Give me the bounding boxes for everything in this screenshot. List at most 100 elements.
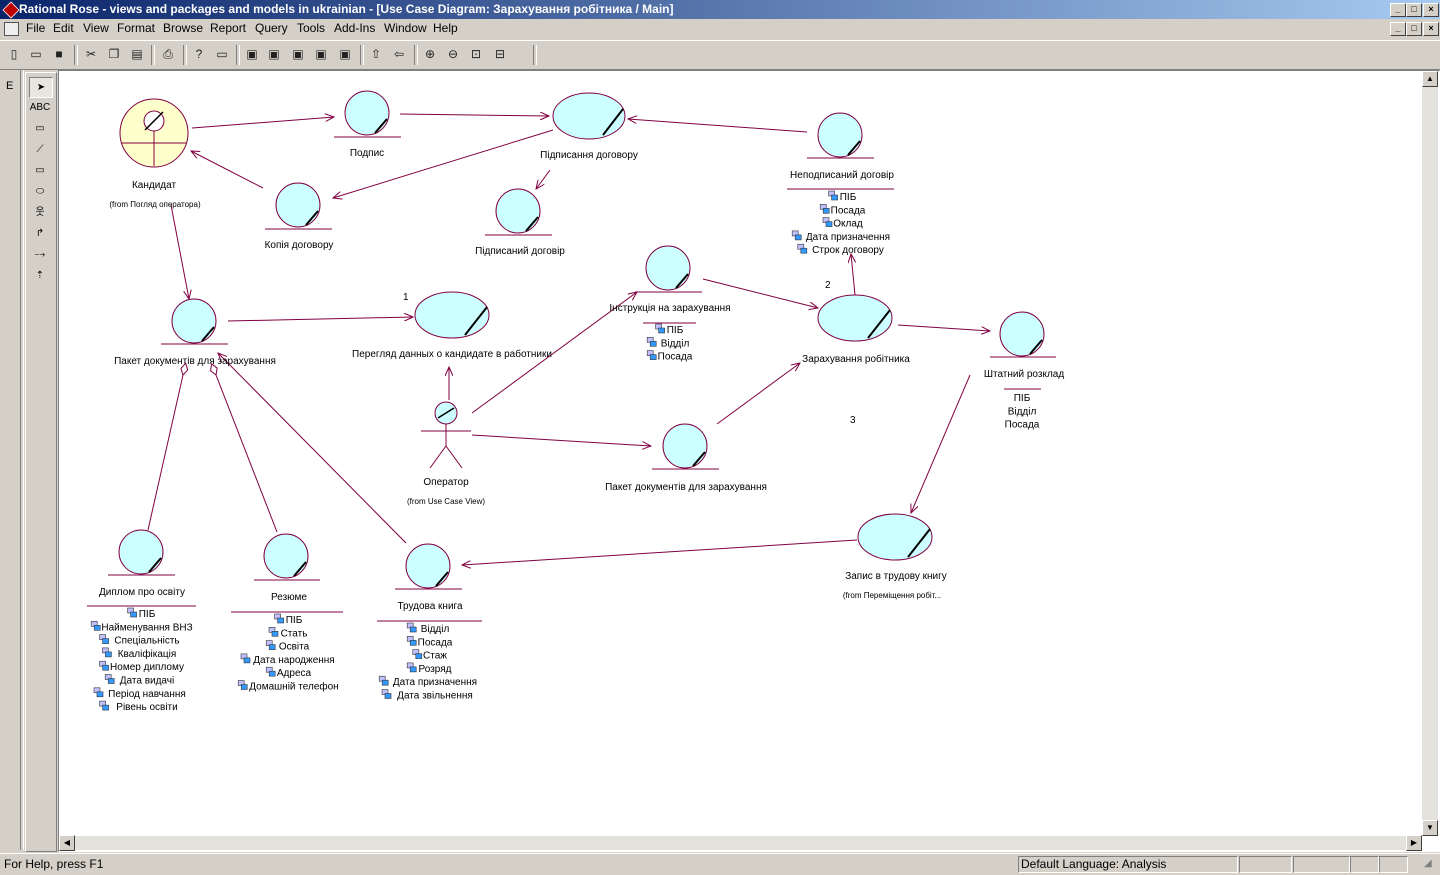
attribute-instruktsia-2: Посада xyxy=(658,352,693,363)
entity-paket-right[interactable] xyxy=(652,423,719,470)
anchor-note-icon[interactable]: ⟋ xyxy=(36,144,44,155)
entity-shtatnyi[interactable] xyxy=(990,311,1056,390)
menu-add-ins[interactable]: Add-Ins xyxy=(334,21,376,35)
browse-component-icon[interactable]: ▣ xyxy=(292,47,304,61)
package-icon[interactable]: ▭ xyxy=(35,165,45,176)
entity-instruktsia[interactable] xyxy=(635,245,702,324)
scroll-down-button[interactable]: ▼ xyxy=(1422,820,1438,836)
relationships xyxy=(147,114,990,565)
dependency-icon[interactable]: ⤍ xyxy=(34,249,46,260)
actor-operator-label: Оператор xyxy=(423,477,469,488)
actor-candidate[interactable] xyxy=(119,98,189,168)
selection-arrow-icon[interactable]: ➤ xyxy=(29,77,53,98)
open-icon[interactable]: ▭ xyxy=(30,47,42,61)
diagram-canvas[interactable]: Кандидат (from Погляд оператора) Операто… xyxy=(58,70,1440,852)
browse-parent-icon[interactable]: ⇧ xyxy=(370,47,382,61)
browse-class-icon[interactable]: ▣ xyxy=(246,47,258,61)
menu-help[interactable]: Help xyxy=(433,21,458,35)
attribute-trudova-1: Посада xyxy=(418,637,453,648)
attribute-rezume-3-icon xyxy=(240,653,251,664)
entity-paket-left[interactable] xyxy=(161,298,228,345)
attribute-dyplom-2-icon xyxy=(99,634,109,644)
text-box-icon[interactable]: ABC xyxy=(29,102,51,113)
minimize-button[interactable]: _ xyxy=(1390,3,1406,17)
scroll-up-button[interactable]: ▲ xyxy=(1422,71,1438,87)
actor-icon[interactable]: 웃 xyxy=(35,207,45,218)
generalization-icon[interactable]: ⇡ xyxy=(35,270,45,281)
browse-interaction-icon[interactable]: ▣ xyxy=(268,47,280,61)
collapsed-browser-icon[interactable]: E xyxy=(6,80,14,92)
zoom-out-icon[interactable]: ⊖ xyxy=(447,47,459,61)
menu-window[interactable]: Window xyxy=(384,21,427,35)
fit-in-window-icon[interactable]: ⊡ xyxy=(470,47,482,61)
use-case-diagram[interactable]: Кандидат (from Погляд оператора) Операто… xyxy=(59,71,1421,836)
attribute-nepidpysanyi-0-icon xyxy=(828,190,838,201)
toolbar: ▯ ▭ ■ ✂ ❐ ▤ ⎙ ? ▭ ▣ ▣ ▣ ▣ ▣ ⇧ ⇦ ⊕ ⊖ ⊡ ⊟ xyxy=(0,40,1440,70)
use-case-zapys[interactable] xyxy=(857,513,933,561)
actor-operator[interactable] xyxy=(421,401,471,469)
status-panel-language xyxy=(1018,856,1238,873)
attribute-dyplom-5-icon xyxy=(104,674,115,684)
note-number-2: 2 xyxy=(825,280,831,291)
document-icon[interactable] xyxy=(4,22,19,36)
attribute-dyplom-0-icon xyxy=(127,607,137,618)
browser-splitter[interactable]: E xyxy=(0,70,24,850)
entity-nepidpysanyi[interactable] xyxy=(787,112,894,190)
new-icon[interactable]: ▯ xyxy=(10,47,18,61)
entity-podpys[interactable] xyxy=(334,90,401,138)
print-icon[interactable]: ⎙ xyxy=(163,47,173,61)
scroll-right-button[interactable]: ▶ xyxy=(1406,835,1422,851)
entity-pidpysanyi[interactable] xyxy=(485,188,552,236)
use-case-perehliad[interactable] xyxy=(414,291,490,339)
menu-tools[interactable]: Tools xyxy=(297,21,326,35)
entity-shtatnyi-label: Штатний розклад xyxy=(984,369,1065,380)
browse-deployment-icon[interactable]: ▣ xyxy=(315,47,327,61)
undo-fit-icon[interactable]: ⊟ xyxy=(494,47,506,61)
attribute-dyplom-3: Кваліфікація xyxy=(118,648,177,660)
cut-icon[interactable]: ✂ xyxy=(85,47,97,61)
menu-browse[interactable]: Browse xyxy=(163,21,204,35)
attribute-shtatnyi-1: Відділ xyxy=(1008,406,1037,417)
note-number-3: 3 xyxy=(850,415,856,426)
note-icon[interactable]: ▭ xyxy=(35,123,45,134)
use-case-zapys-label: Запис в трудову книгу xyxy=(845,571,947,582)
maximize-button[interactable]: □ xyxy=(1406,3,1422,17)
resize-grip-icon[interactable]: ◢ xyxy=(1424,858,1432,869)
menu-query[interactable]: Query xyxy=(255,21,288,35)
menu-file[interactable]: File xyxy=(26,21,46,35)
use-case-zarakhuvannia[interactable] xyxy=(817,294,893,342)
browse-previous-icon[interactable]: ⇦ xyxy=(393,47,405,61)
vertical-scrollbar[interactable]: ▲ ▼ xyxy=(1422,71,1438,836)
menu-format[interactable]: Format xyxy=(117,21,156,35)
use-case-pidpysannia[interactable] xyxy=(552,92,626,140)
entity-kopia[interactable] xyxy=(265,182,332,230)
attribute-rezume-3: Дата народження xyxy=(253,655,334,666)
attribute-nepidpysanyi-1-icon xyxy=(819,204,830,214)
child-restore-button[interactable]: □ xyxy=(1406,22,1422,36)
child-minimize-button[interactable]: _ xyxy=(1390,22,1406,36)
save-icon[interactable]: ■ xyxy=(55,47,63,61)
horizontal-scrollbar[interactable]: ◀ ▶ xyxy=(59,835,1422,851)
entity-rezume[interactable] xyxy=(231,533,343,613)
entity-dyplom[interactable] xyxy=(87,529,196,607)
scroll-left-button[interactable]: ◀ xyxy=(59,835,75,851)
paste-icon[interactable]: ▤ xyxy=(131,47,143,61)
association-icon[interactable]: ↱ xyxy=(35,228,45,239)
attribute-trudova-2: Стаж xyxy=(423,651,447,662)
menu-edit[interactable]: Edit xyxy=(53,21,74,35)
menu-report[interactable]: Report xyxy=(210,21,247,35)
attribute-trudova-3-icon xyxy=(406,662,417,673)
entity-trudova[interactable] xyxy=(377,543,482,622)
view-doc-icon[interactable]: ▭ xyxy=(216,47,228,61)
use-case-icon[interactable]: ⬭ xyxy=(35,186,45,197)
copy-icon[interactable]: ❐ xyxy=(108,47,120,61)
context-help-icon[interactable]: ? xyxy=(195,47,203,61)
toolbar-separator xyxy=(74,45,78,65)
browse-statechart-icon[interactable]: ▣ xyxy=(339,47,351,61)
zoom-in-icon[interactable]: ⊕ xyxy=(424,47,436,61)
use-case-pidpysannia-label: Підписання договору xyxy=(540,150,638,161)
attribute-trudova-5-icon xyxy=(381,689,392,699)
close-button[interactable]: × xyxy=(1423,3,1439,17)
child-close-button[interactable]: × xyxy=(1423,22,1439,36)
menu-view[interactable]: View xyxy=(83,21,109,35)
